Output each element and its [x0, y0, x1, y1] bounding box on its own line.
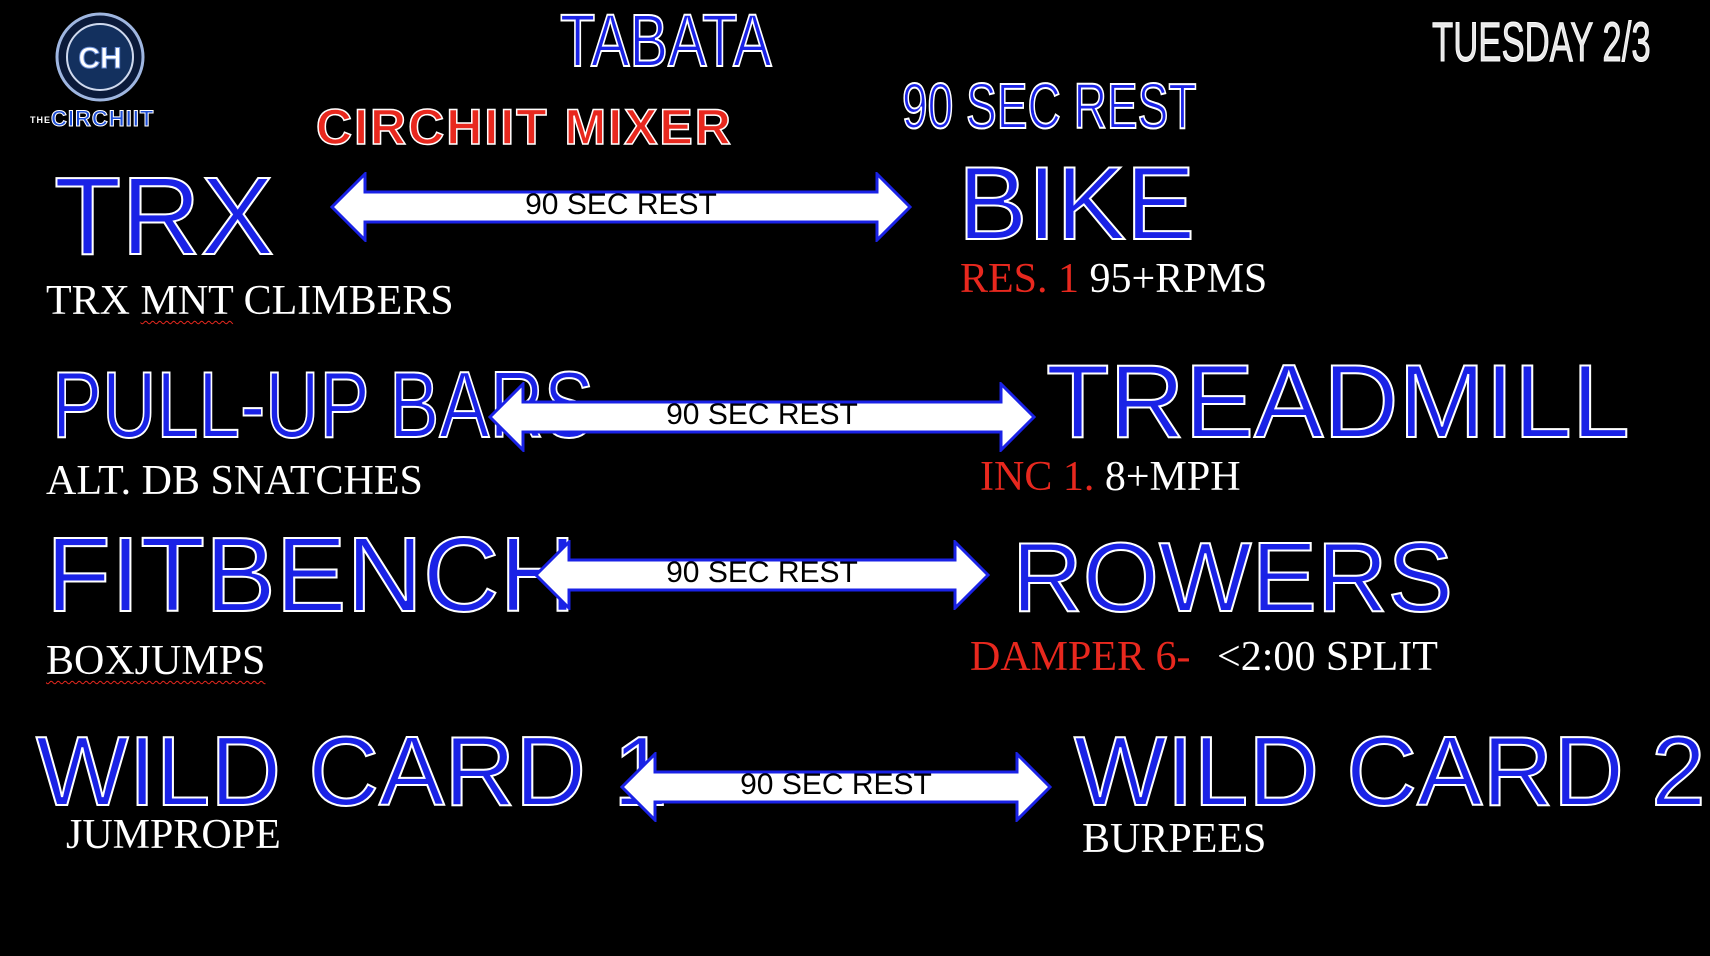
exercise-burpees: BURPEES — [1082, 816, 1267, 862]
rowers-settings: DAMPER 6- <2:00 SPLIT — [970, 636, 1438, 678]
exercise-alt-db-snatches: ALT. DB SNATCHES — [46, 458, 423, 504]
page-subtitle: CIRCHIIT MIXER — [315, 98, 733, 156]
station-rowers: ROWERS — [1011, 522, 1454, 632]
rowers-target: <2:00 SPLIT — [1217, 634, 1438, 680]
bike-resistance: RES. 1 — [960, 256, 1080, 302]
rowers-damper: DAMPER 6- — [970, 634, 1191, 680]
rest-label-1: 90 SEC REST — [525, 188, 717, 221]
bike-settings: RES. 1 95+RPMS — [960, 258, 1267, 300]
page-title: TABATA — [559, 0, 772, 82]
exercise-jumprope: JUMPROPE — [66, 812, 281, 858]
rest-arrow-3 — [534, 540, 990, 610]
date-label: TUESDAY 2/3 — [1432, 10, 1651, 73]
rest-arrow-4 — [620, 752, 1052, 822]
station-trx: TRX — [53, 155, 275, 278]
treadmill-settings: INC 1. 8+MPH — [980, 456, 1241, 498]
rest-arrow-2 — [488, 382, 1036, 452]
station-fitbench: FITBENCH — [45, 516, 577, 634]
rest-arrow-1 — [330, 172, 912, 242]
exercise-trx-mnt-climbers: TRX MNT CLIMBERS — [46, 278, 454, 324]
logo-wordmark: THECIRCHIIT — [30, 106, 155, 132]
rest-note-heading: 90 SEC REST — [901, 70, 1197, 142]
station-wild-card-1: WILD CARD 1 — [35, 716, 669, 826]
station-bike: BIKE — [957, 146, 1196, 262]
station-wild-card-2: WILD CARD 2 — [1073, 716, 1707, 826]
exercise-boxjumps: BOXJUMPS — [46, 638, 266, 684]
rest-label-2: 90 SEC REST — [666, 398, 858, 431]
bike-target: 95+RPMS — [1089, 256, 1268, 302]
treadmill-target: 8+MPH — [1104, 454, 1241, 500]
station-treadmill: TREADMILL — [1045, 344, 1631, 460]
svg-text:CH: CH — [78, 42, 121, 75]
treadmill-incline: INC 1. — [980, 454, 1095, 500]
rest-label-4: 90 SEC REST — [740, 768, 932, 801]
circhiit-logo: CH — [55, 12, 145, 102]
rest-label-3: 90 SEC REST — [666, 556, 858, 589]
